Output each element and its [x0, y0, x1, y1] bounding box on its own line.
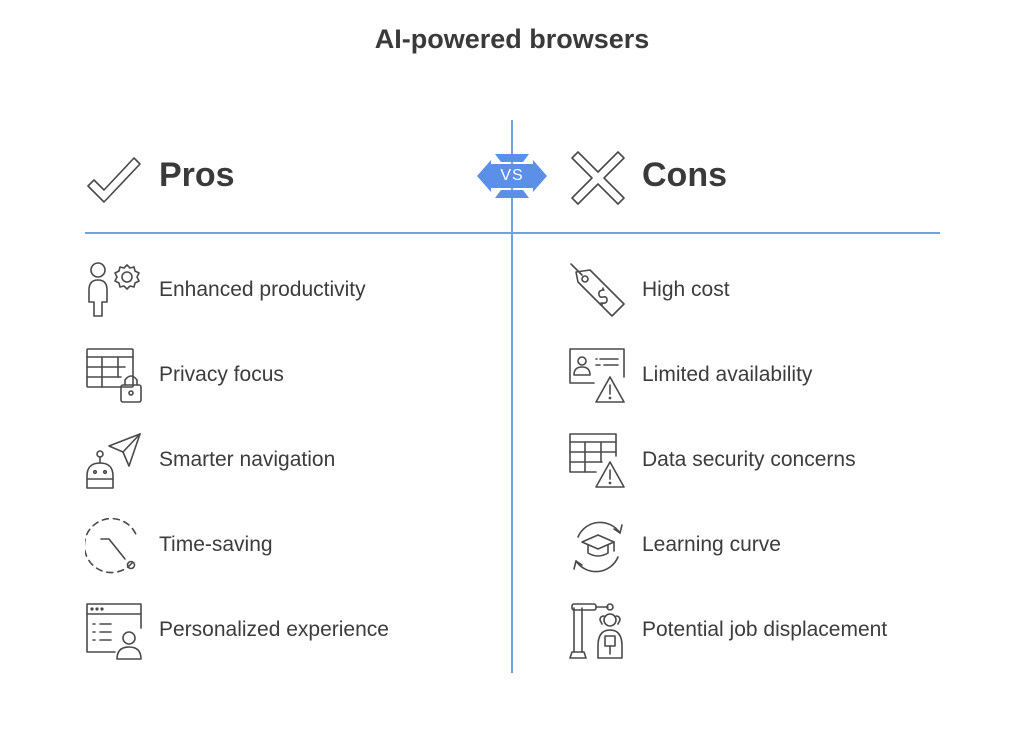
cons-item-label: High cost	[642, 278, 730, 301]
robot-arm-person-icon	[568, 602, 628, 662]
pros-item-label: Personalized experience	[159, 618, 389, 641]
page-title: AI-powered browsers	[374, 24, 650, 54]
cons-heading: Cons	[642, 156, 727, 194]
person-gear-icon	[85, 262, 145, 322]
price-tag-icon	[568, 262, 628, 322]
vs-label: VS	[500, 167, 524, 184]
checkmark-icon	[84, 148, 144, 208]
cons-item-label: Limited availability	[642, 363, 813, 386]
table-lock-icon	[85, 347, 145, 407]
robot-navigation-icon	[85, 432, 145, 492]
pros-item-label: Time-saving	[159, 533, 273, 556]
graduation-cycle-icon	[568, 517, 628, 577]
vs-badge: VS	[477, 148, 547, 204]
horizontal-divider	[85, 232, 940, 234]
vertical-divider	[511, 120, 513, 673]
x-cross-icon	[568, 148, 628, 208]
pros-item-label: Privacy focus	[159, 363, 284, 386]
pros-item-label: Smarter navigation	[159, 448, 336, 471]
cons-item-label: Potential job displacement	[642, 618, 888, 641]
cons-item-label: Data security concerns	[642, 448, 856, 471]
id-card-warning-icon	[568, 347, 628, 407]
cons-item-label: Learning curve	[642, 533, 781, 556]
browser-user-icon	[85, 602, 145, 662]
pros-item-label: Enhanced productivity	[159, 278, 366, 301]
timer-icon	[83, 517, 145, 577]
table-warning-icon	[568, 432, 628, 492]
pros-heading: Pros	[159, 156, 235, 194]
